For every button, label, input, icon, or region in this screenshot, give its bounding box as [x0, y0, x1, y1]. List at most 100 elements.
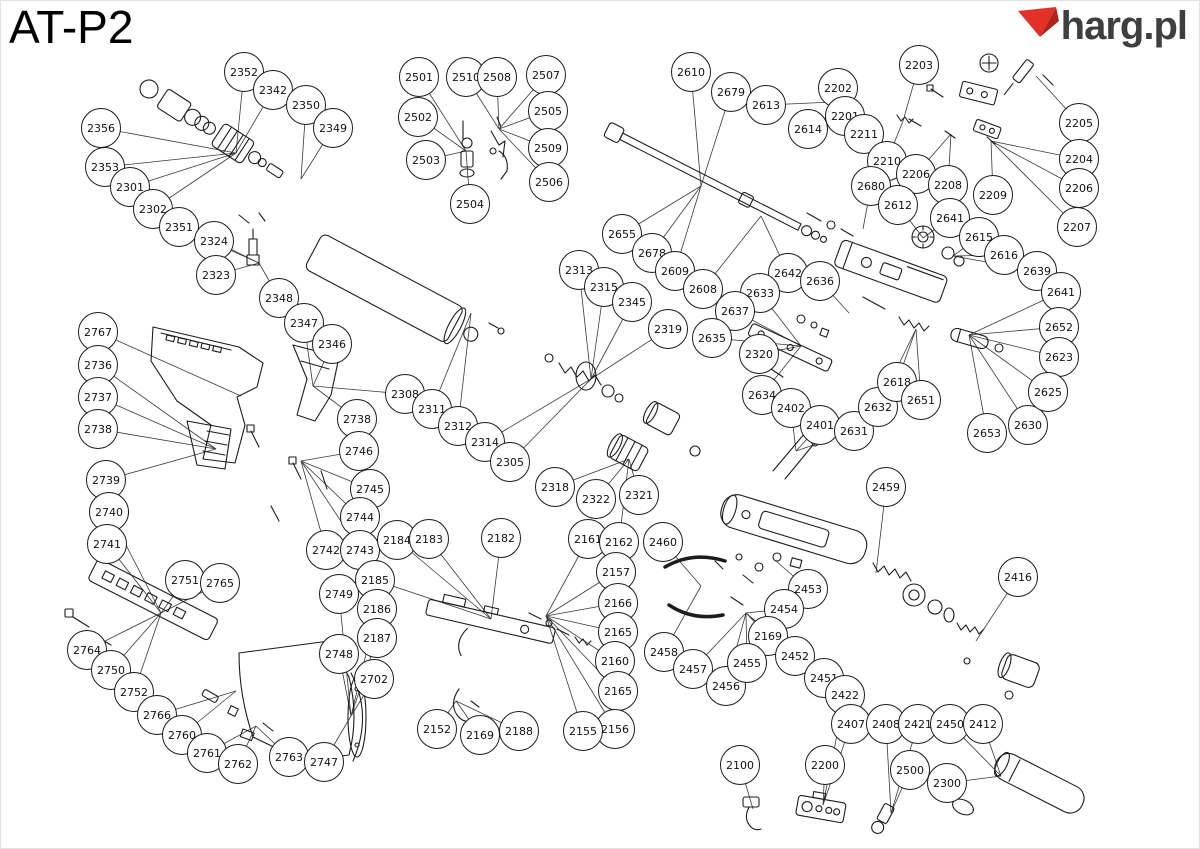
- part-callout-2345: 2345: [612, 282, 652, 322]
- part-callout-2500: 2500: [890, 750, 930, 790]
- part-callout-2157: 2157: [596, 552, 636, 592]
- part-callout-2188: 2188: [499, 711, 539, 751]
- cocking-lever-drawing: [665, 553, 802, 617]
- part-callout-2321: 2321: [619, 475, 659, 515]
- trigger-2100-drawing: [743, 797, 761, 830]
- leader-line-2737: [98, 397, 216, 449]
- part-callout-2165: 2165: [598, 671, 638, 711]
- part-callout-2346: 2346: [312, 324, 352, 364]
- part-callout-2502: 2502: [398, 97, 438, 137]
- part-callout-2324: 2324: [194, 221, 234, 261]
- part-callout-2610: 2610: [671, 52, 711, 92]
- part-2500-drawing: [870, 803, 895, 836]
- cap-2300-icon: [950, 796, 976, 818]
- part-callout-2751: 2751: [165, 560, 205, 600]
- part-callout-2460: 2460: [643, 522, 683, 562]
- part-callout-2412: 2412: [963, 704, 1003, 744]
- leader-line-2736: [98, 365, 216, 449]
- part-callout-2200: 2200: [805, 745, 845, 785]
- hammer-parts-drawing: [863, 297, 1003, 352]
- part-callout-2458: 2458: [644, 632, 684, 672]
- muzzle-assembly-drawing: [134, 73, 288, 186]
- part-callout-2678: 2678: [632, 233, 672, 273]
- part-callout-2762: 2762: [218, 744, 258, 784]
- part-callout-2320: 2320: [739, 334, 779, 374]
- shroud-tube-drawing: [304, 233, 486, 355]
- bolt-parts-drawing: [807, 213, 853, 236]
- part-callout-2639: 2639: [1017, 251, 1057, 291]
- part-callout-2416: 2416: [998, 557, 1038, 597]
- leader-line-2314: [485, 379, 591, 442]
- part-callout-2504: 2504: [450, 184, 490, 224]
- sharg-logo[interactable]: harg.pl: [1017, 4, 1188, 48]
- frame-screws-drawing: [247, 425, 327, 521]
- part-callout-2455: 2455: [727, 643, 767, 683]
- part-callout-2169: 2169: [460, 715, 500, 755]
- sharg-logo-text: harg.pl: [1060, 4, 1188, 48]
- part-callout-2625: 2625: [1028, 372, 1068, 412]
- part-callout-2323: 2323: [196, 255, 236, 295]
- part-callout-2636: 2636: [800, 261, 840, 301]
- sight-2200-drawing: [796, 789, 848, 823]
- part-callout-2187: 2187: [357, 618, 397, 658]
- magazine-rollers-drawing: [604, 399, 700, 472]
- part-callout-2746: 2746: [339, 431, 379, 471]
- part-callout-2319: 2319: [648, 309, 688, 349]
- part-callout-2205: 2205: [1059, 103, 1099, 143]
- part-callout-2182: 2182: [481, 518, 521, 558]
- part-callout-2765: 2765: [200, 563, 240, 603]
- part-callout-2630: 2630: [1008, 405, 1048, 445]
- breech-oring-icon: [942, 247, 954, 259]
- part-callout-2155: 2155: [563, 711, 603, 751]
- part-callout-2407: 2407: [831, 704, 871, 744]
- part-callout-2613: 2613: [746, 85, 786, 125]
- part-callout-2741: 2741: [87, 524, 127, 564]
- part-callout-2623: 2623: [1039, 337, 1079, 377]
- valve-stem-drawing: [239, 213, 265, 265]
- part-callout-2501: 2501: [399, 57, 439, 97]
- part-callout-2349: 2349: [313, 108, 353, 148]
- part-callout-2152: 2152: [417, 709, 457, 749]
- part-callout-2351: 2351: [159, 207, 199, 247]
- trigger-group-drawing: [418, 591, 557, 675]
- part-callout-2633: 2633: [740, 273, 780, 313]
- part-callout-2641: 2641: [1041, 272, 1081, 312]
- part-callout-2503: 2503: [406, 140, 446, 180]
- part-callout-2612: 2612: [878, 185, 918, 225]
- part-callout-2322: 2322: [576, 479, 616, 519]
- barrel-drawing: [603, 122, 829, 248]
- part-callout-2614: 2614: [788, 109, 828, 149]
- part-callout-2206: 2206: [1059, 168, 1099, 208]
- part-callout-2183: 2183: [409, 519, 449, 559]
- part-callout-2348: 2348: [259, 278, 299, 318]
- part-callout-2609: 2609: [655, 251, 695, 291]
- part-callout-2635: 2635: [692, 318, 732, 358]
- part-callout-2608: 2608: [683, 269, 723, 309]
- part-callout-2748: 2748: [319, 634, 359, 674]
- leader-line-2156: [546, 616, 615, 729]
- part-callout-2313: 2313: [559, 250, 599, 290]
- part-callout-2736: 2736: [78, 345, 118, 385]
- part-callout-2651: 2651: [901, 380, 941, 420]
- part-callout-2510: 2510: [446, 57, 486, 97]
- grip-frame-drawing: [151, 327, 263, 463]
- leader-line-2184: [397, 540, 491, 619]
- air-cylinder-drawing: [717, 491, 870, 567]
- part-callout-2507: 2507: [526, 55, 566, 95]
- part-callout-2305: 2305: [490, 442, 530, 482]
- part-callout-2203: 2203: [899, 45, 939, 85]
- part-callout-2509: 2509: [528, 128, 568, 168]
- sharg-logo-mark-icon: [1017, 7, 1059, 37]
- part-callout-2401: 2401: [800, 405, 840, 445]
- part-callout-2318: 2318: [535, 467, 575, 507]
- leader-line-2353: [105, 153, 236, 167]
- page-title: AT-P2: [9, 1, 134, 53]
- part-callout-2738: 2738: [78, 409, 118, 449]
- part-callout-2508: 2508: [477, 57, 517, 97]
- hammer-spring-drawing: [489, 323, 623, 402]
- breech-block-drawing: [833, 239, 948, 304]
- leader-line-2356: [101, 128, 236, 153]
- bolt-probe-drawing: [460, 117, 507, 179]
